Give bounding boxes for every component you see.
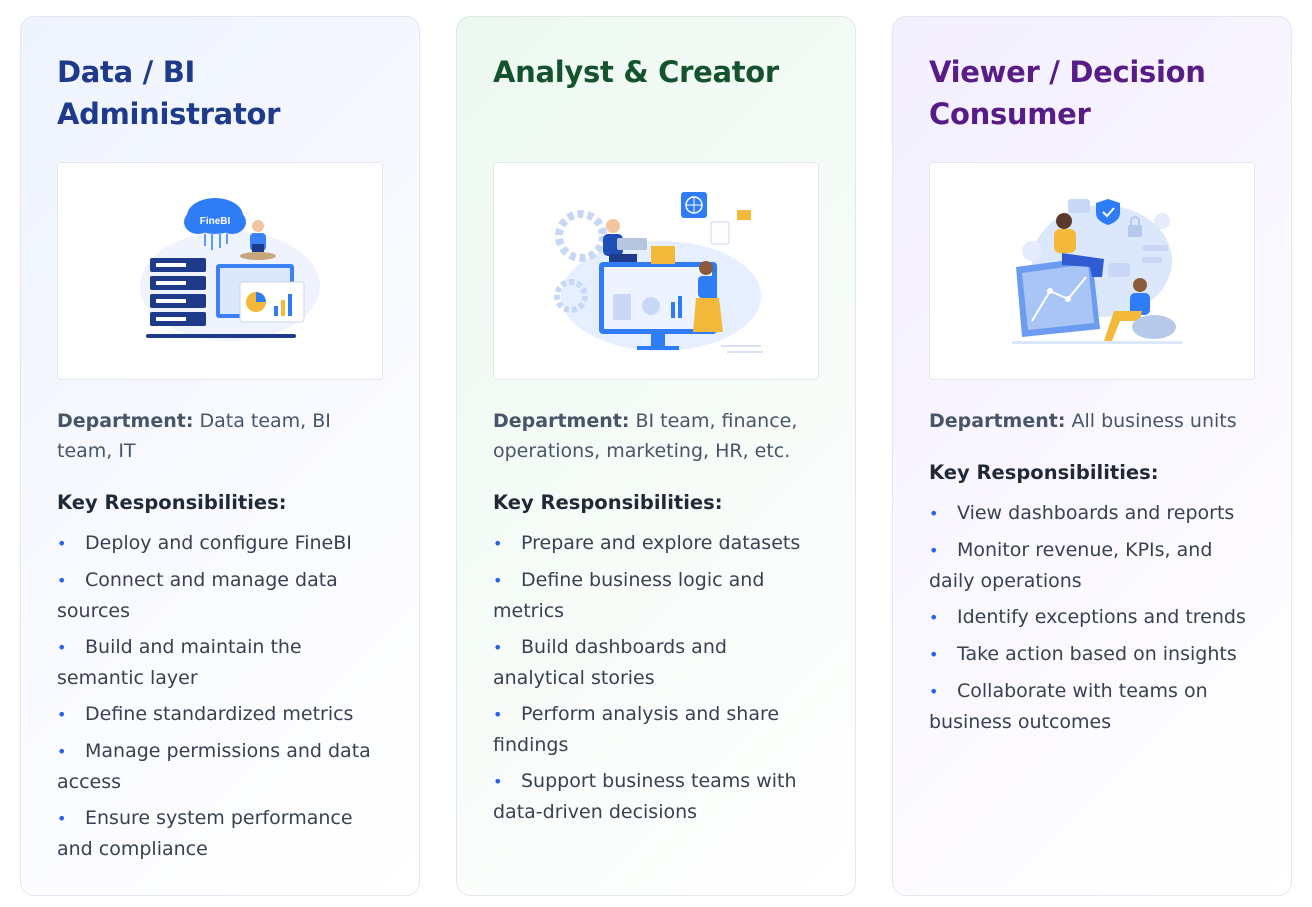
list-item: •Collaborate with teams on business outc… <box>929 676 1255 737</box>
bullet-icon: • <box>929 608 939 627</box>
cloud-icon: FineBI <box>184 198 246 250</box>
chat-bubble-icon <box>1068 199 1130 277</box>
responsibilities-list: •Prepare and explore datasets •Define bu… <box>493 528 819 827</box>
card-title: Viewer / Decision Consumer <box>929 55 1206 131</box>
list-item: •Monitor revenue, KPIs, and daily operat… <box>929 535 1255 596</box>
list-item: •Build and maintain the semantic layer <box>57 632 383 693</box>
department-value: BI team, finance, operations, marketing,… <box>493 410 798 462</box>
list-item: •Identify exceptions and trends <box>929 602 1255 633</box>
finebi-badge: FineBI <box>200 216 231 227</box>
globe-icon <box>681 192 707 218</box>
list-item: •Connect and manage data sources <box>57 565 383 626</box>
responsibilities-title: Key Responsibilities: <box>493 491 723 514</box>
list-item: •Ensure system performance and complianc… <box>57 803 383 864</box>
bullet-icon: • <box>57 742 67 761</box>
person-icon <box>603 219 647 262</box>
bullet-icon: • <box>493 571 503 590</box>
bullet-icon: • <box>57 534 67 553</box>
department-label: Department: <box>929 410 1066 432</box>
bullet-icon: • <box>57 571 67 590</box>
department-value: All business units <box>1071 410 1237 432</box>
shield-icon <box>1096 199 1120 225</box>
person-icon <box>1054 213 1104 277</box>
department: Department: All business units <box>929 406 1255 436</box>
list-item: •Take action based on insights <box>929 639 1255 670</box>
department: Department: Data team, BI team, IT <box>57 406 383 466</box>
bullet-icon: • <box>929 541 939 560</box>
list-item: •View dashboards and reports <box>929 498 1255 529</box>
bullet-icon: • <box>493 772 503 791</box>
card-title: Analyst & Creator <box>493 55 779 89</box>
bullet-icon: • <box>929 504 939 523</box>
lock-icon <box>1128 216 1142 237</box>
list-item: •Define business logic and metrics <box>493 565 819 626</box>
bullet-icon: • <box>493 705 503 724</box>
responsibilities-list: •Deploy and configure FineBI •Connect an… <box>57 528 383 864</box>
bullet-icon: • <box>57 638 67 657</box>
responsibilities-title: Key Responsibilities: <box>57 491 287 514</box>
bullet-icon: • <box>493 534 503 553</box>
bullet-icon: • <box>929 682 939 701</box>
department: Department: BI team, finance, operations… <box>493 406 819 466</box>
server-rack-icon <box>150 258 206 326</box>
department-label: Department: <box>493 410 630 432</box>
gear-icon <box>554 210 607 313</box>
bullet-icon: • <box>57 809 67 828</box>
person-icon <box>1104 278 1150 341</box>
viewer-illustration <box>929 162 1255 380</box>
list-item: •Build dashboards and analytical stories <box>493 632 819 693</box>
department-label: Department: <box>57 410 194 432</box>
role-card-viewer: Viewer / Decision Consumer <box>892 16 1292 896</box>
person-icon <box>240 220 276 260</box>
list-item: •Support business teams with data-driven… <box>493 766 819 827</box>
list-item: •Prepare and explore datasets <box>493 528 819 559</box>
person-icon <box>693 261 723 332</box>
role-card-analyst: Analyst & Creator <box>456 16 856 896</box>
list-item: •Deploy and configure FineBI <box>57 528 383 559</box>
analyst-illustration <box>493 162 819 380</box>
bullet-icon: • <box>493 638 503 657</box>
role-card-admin: Data / BI Administrator FineBI <box>20 16 420 896</box>
responsibilities-title: Key Responsibilities: <box>929 461 1159 484</box>
bullet-icon: • <box>929 645 939 664</box>
responsibilities-list: •View dashboards and reports •Monitor re… <box>929 498 1255 737</box>
list-item: •Perform analysis and share findings <box>493 699 819 760</box>
list-item: •Define standardized metrics <box>57 699 383 730</box>
admin-illustration: FineBI <box>57 162 383 380</box>
card-title: Data / BI Administrator <box>57 55 281 131</box>
bullet-icon: • <box>57 705 67 724</box>
department-value: Data team, BI team, IT <box>57 410 331 462</box>
list-item: •Manage permissions and data access <box>57 736 383 797</box>
